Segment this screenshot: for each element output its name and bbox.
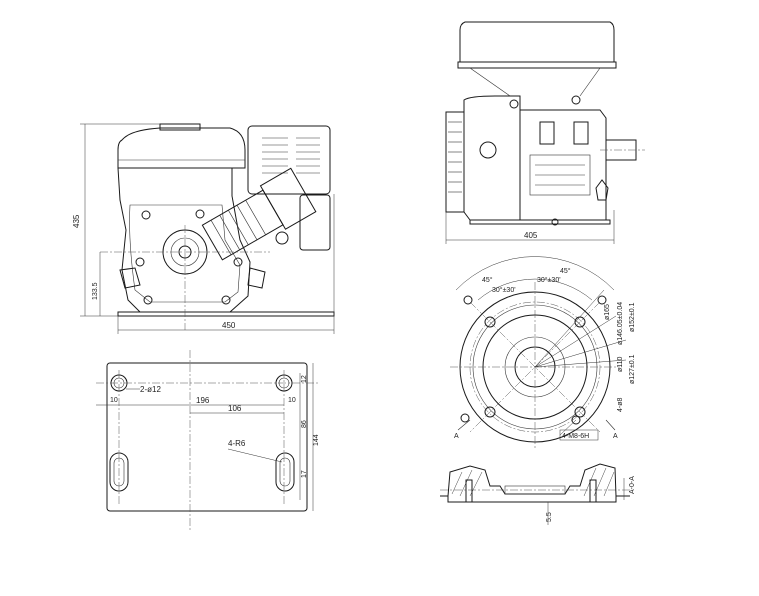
base-plan-view: 196 106 2-ø12 10 10 4-R6 12 86 144 17 [96, 350, 320, 530]
dia-127: ø127±0.1 [629, 354, 636, 384]
dim-side-width: 405 [524, 231, 538, 240]
dim-hole-span-inner: 106 [228, 404, 242, 413]
dim-17: 17 [301, 470, 308, 478]
front-view: 435 133.5 450 [72, 123, 335, 334]
section-mark-a-right: A [613, 433, 618, 440]
label-hole-dia: 2-ø12 [140, 385, 161, 394]
dim-height-total: 435 [72, 214, 81, 228]
section-label: A-0-A [629, 476, 636, 494]
dim-left-offset: 10 [110, 397, 118, 404]
dim-hole-span: 196 [196, 396, 210, 405]
flange-view: 45° 45° 30°±30' 30°±30' ø165 ø146.05±0.0… [450, 256, 636, 450]
angle-45-left: 45° [482, 276, 493, 284]
dim-width-total: 450 [222, 321, 236, 330]
dim-144: 144 [313, 434, 320, 446]
dia-110: ø110 [617, 356, 624, 372]
depth-label: 5.5 [546, 512, 553, 522]
dia-146: ø146.05±0.04 [617, 302, 624, 345]
dia-165: ø165 [604, 304, 611, 320]
angle-30-right: 30°±30' [537, 276, 561, 284]
dim-top-offset: 12 [301, 375, 308, 383]
holes-4-8: 4-ø8 [617, 398, 624, 413]
label-slot-radius: 4-R6 [228, 439, 246, 448]
side-view: 405 [445, 21, 645, 244]
angle-30-left: 30°±30' [492, 286, 516, 294]
dia-152: ø152±0.1 [629, 302, 636, 332]
dim-height-shaft: 133.5 [92, 282, 99, 300]
dim-right-offset: 10 [288, 397, 296, 404]
angle-45-right: 45° [560, 267, 571, 275]
dim-86: 86 [301, 420, 308, 428]
thread-label: 4-M8-6H [562, 433, 589, 440]
section-mark-a-left: A [454, 433, 459, 440]
section-view: 5.5 A-0-A [440, 463, 636, 525]
